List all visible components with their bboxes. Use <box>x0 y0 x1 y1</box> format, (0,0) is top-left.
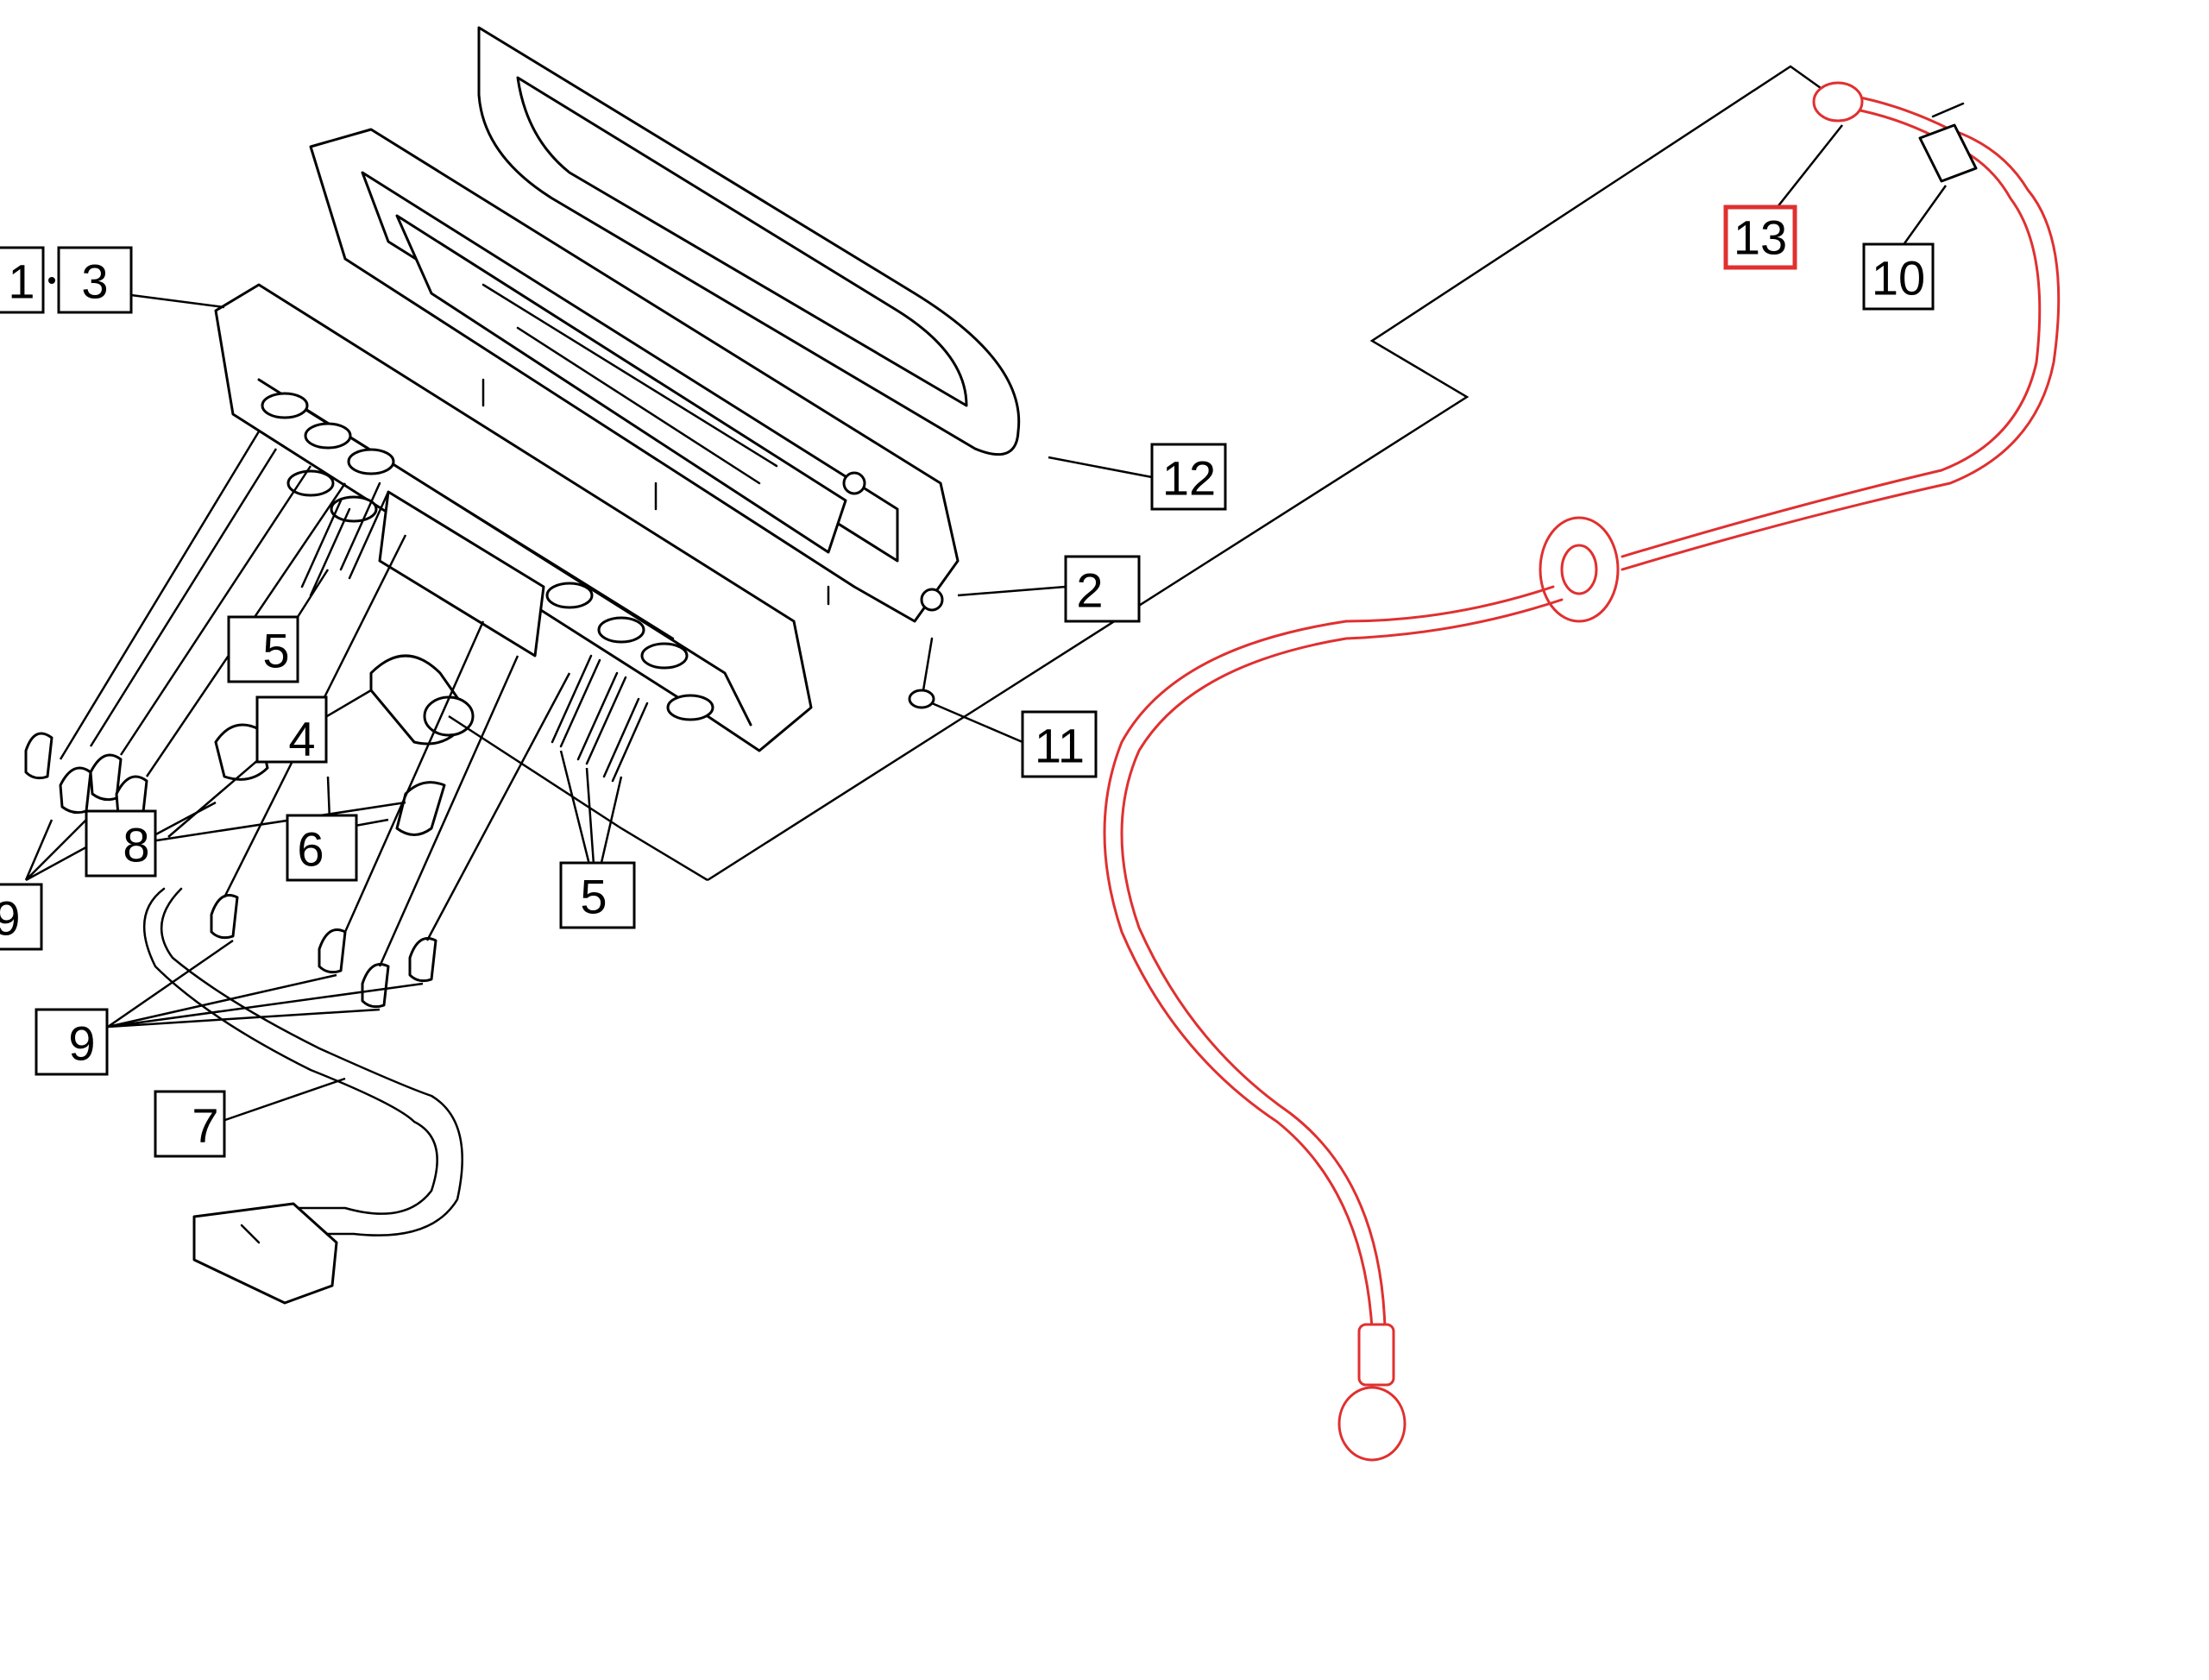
callout-6: 6 <box>286 814 358 882</box>
leader-lines <box>24 124 1948 1123</box>
callout-label: 1 <box>8 255 35 309</box>
callout-11: 11 <box>1021 710 1098 778</box>
callout-9-lower: 9 <box>35 1008 109 1076</box>
callout-13-highlighted: 13 <box>1723 204 1797 270</box>
bulb-holder-part <box>369 654 475 746</box>
callout-5-right: 5 <box>559 861 636 929</box>
screw-part-11 <box>908 637 935 709</box>
callout-label: 13 <box>1734 211 1787 265</box>
callout-label: 5 <box>262 624 289 678</box>
callout-1: 1 <box>0 246 45 314</box>
callout-label: 4 <box>288 712 315 766</box>
separator-dot <box>48 277 55 284</box>
callout-label: 5 <box>580 870 607 924</box>
callout-label: 9 <box>0 891 21 946</box>
callout-3: 3 <box>57 246 133 314</box>
callout-label: 7 <box>192 1098 218 1153</box>
callout-8: 8 <box>85 809 157 878</box>
callout-label: 3 <box>81 255 108 309</box>
callout-label: 2 <box>1076 563 1103 618</box>
callout-5-left: 5 <box>227 615 299 683</box>
callout-label: 6 <box>297 822 324 877</box>
callout-label: 8 <box>123 818 149 872</box>
meter-frame-part <box>309 128 960 623</box>
assembly-boundary <box>707 65 1822 882</box>
callout-4: 4 <box>255 695 328 766</box>
lens-cover-part <box>477 26 1021 456</box>
callout-label: 10 <box>1872 251 1925 305</box>
highlighted-speedometer-cable <box>1103 81 2061 1462</box>
meter-assembly <box>24 26 1822 1305</box>
assembly-boundary-lower <box>448 714 708 882</box>
callout-label: 11 <box>1035 719 1085 773</box>
callout-label: 12 <box>1162 451 1216 506</box>
callout-12: 12 <box>1150 443 1227 511</box>
screw-set-right <box>551 654 649 783</box>
callout-label: 9 <box>68 1016 95 1071</box>
callout-9-left: 9 <box>0 883 43 951</box>
callout-2: 2 <box>1064 555 1141 623</box>
socket-part-8 <box>214 723 446 836</box>
meter-housing-part <box>214 283 813 752</box>
screw-set-left <box>300 481 390 597</box>
callout-7: 7 <box>154 1090 226 1158</box>
wire-harness-part <box>142 887 463 1305</box>
callout-10: 10 <box>1862 242 1935 311</box>
callouts: 1 3 12 2 11 5 4 8 <box>0 204 1935 1158</box>
